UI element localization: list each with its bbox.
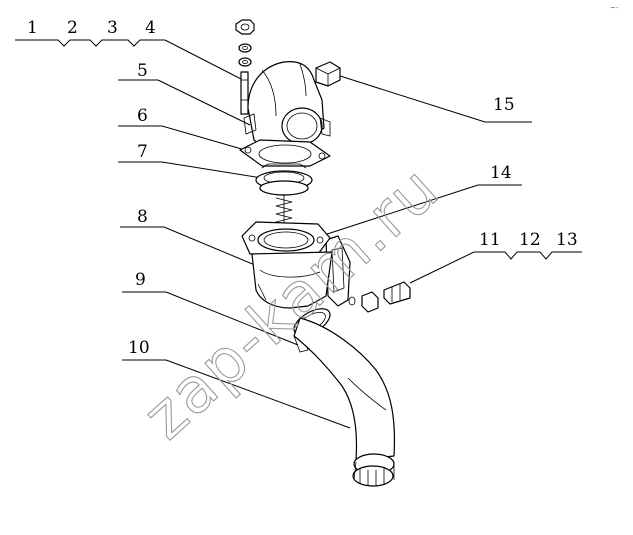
callout-2: 2: [67, 18, 78, 38]
callout-5: 5: [137, 61, 148, 81]
callout-12: 12: [519, 230, 541, 250]
upper-gasket: [239, 139, 331, 167]
callout-3: 3: [107, 18, 118, 38]
callout-1: 1: [27, 18, 38, 38]
callout-6: 6: [137, 106, 148, 126]
fitting-assembly: [348, 281, 411, 313]
coolant-hose: [293, 317, 396, 487]
watermark: zap-kam.ru: [129, 151, 453, 453]
stud-nut-washers: [235, 19, 255, 115]
callout-11: 11: [479, 230, 501, 250]
callout-15: 15: [493, 95, 515, 115]
callout-labels: 1 2 3 4 5 6 7 8 9 10 11 12 13 14 15: [27, 18, 578, 358]
corner-mark: ~-: [610, 4, 619, 12]
callout-13: 13: [556, 230, 578, 250]
callout-10: 10: [128, 338, 150, 358]
leader-lines: [15, 39, 582, 429]
cap-plug: [315, 61, 341, 87]
thermostat-housing-cover: [243, 61, 331, 149]
callout-4: 4: [145, 18, 156, 38]
callout-8: 8: [137, 207, 148, 227]
callout-9: 9: [135, 270, 146, 290]
callout-14: 14: [490, 163, 512, 183]
thermostat-lower-housing: [241, 221, 333, 309]
thermostat: [255, 163, 313, 228]
callout-7: 7: [137, 142, 148, 162]
